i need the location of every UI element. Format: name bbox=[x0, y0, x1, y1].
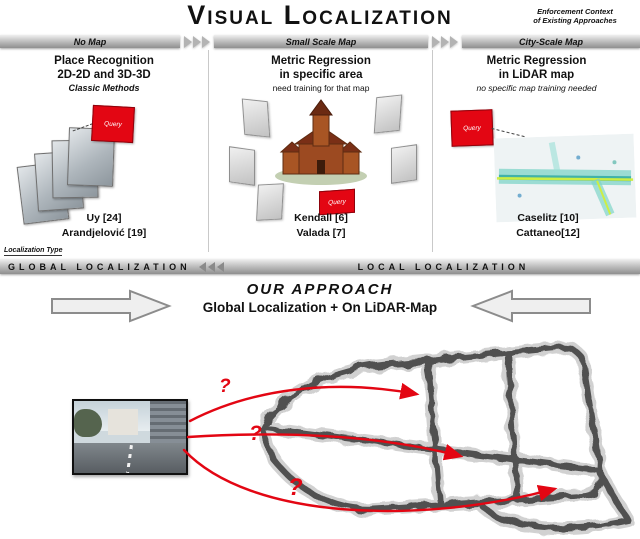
chevron-right-icon bbox=[192, 35, 201, 48]
subheading: no specific map training needed bbox=[476, 82, 597, 93]
chevron-left-icon bbox=[216, 261, 224, 272]
question-mark: ? bbox=[288, 474, 303, 501]
trees bbox=[74, 409, 102, 437]
map-image-frame bbox=[241, 98, 271, 138]
building-right bbox=[150, 401, 186, 447]
chevron-right-icon bbox=[440, 35, 449, 48]
column-metric-regression-area: Metric Regression in specific area need … bbox=[208, 50, 433, 252]
page-title: Visual Localization bbox=[187, 0, 453, 30]
context-note: Enforcement Context of Existing Approach… bbox=[514, 7, 636, 26]
camera-image bbox=[72, 399, 188, 475]
map-image-frame bbox=[229, 146, 255, 186]
citation: Arandjelović [19] bbox=[61, 227, 147, 239]
citation: Kendall [6] bbox=[294, 212, 348, 224]
localization-type-label: Localization Type bbox=[4, 247, 63, 256]
chevron-right-icon bbox=[201, 35, 210, 48]
band-segment-small-scale-map: Small Scale Map bbox=[214, 35, 428, 48]
query-label: Query bbox=[103, 120, 123, 128]
chevron-left-icon bbox=[207, 261, 215, 272]
chevron-right-icon bbox=[449, 35, 458, 48]
citation: Cattaneo[12] bbox=[516, 227, 580, 239]
band-segment-city-scale-map: City-Scale Map bbox=[462, 35, 640, 48]
chevron-right-icons bbox=[180, 35, 214, 48]
localization-band: GLOBAL LOCALIZATION LOCAL LOCALIZATION bbox=[0, 259, 640, 274]
column-heading: Place Recognition 2D-2D and 3D-3D Classi… bbox=[0, 54, 208, 94]
question-mark: ? bbox=[249, 422, 262, 445]
heading-line1: Metric Regression bbox=[486, 55, 587, 67]
building-white bbox=[108, 409, 138, 435]
map-scale-band: No Map Small Scale Map City-Scale Map bbox=[0, 35, 640, 48]
query-image: Query bbox=[450, 109, 494, 147]
subheading: need training for that map bbox=[272, 82, 370, 93]
query-label: Query bbox=[463, 124, 481, 132]
heading-line2: in specific area bbox=[279, 69, 363, 82]
block-arrow-left-icon bbox=[470, 289, 591, 323]
query-image: Query bbox=[91, 104, 135, 144]
block-arrow-right-icon bbox=[51, 289, 172, 323]
band-segment-no-map: No Map bbox=[0, 35, 180, 48]
church-model-illustration bbox=[275, 99, 367, 185]
dashed-connector bbox=[491, 127, 525, 138]
approach-subtitle: Global Localization + On LiDAR-Map bbox=[202, 300, 438, 315]
column-place-recognition: Place Recognition 2D-2D and 3D-3D Classi… bbox=[0, 50, 208, 252]
approach-title: OUR APPROACH bbox=[246, 281, 394, 298]
citation: Valada [7] bbox=[296, 227, 346, 239]
heading-line2: in LiDAR map bbox=[498, 69, 575, 82]
heading-line1: Place Recognition bbox=[54, 55, 154, 67]
local-localization-label: LOCAL LOCALIZATION bbox=[357, 261, 530, 272]
column-metric-regression-lidar: Metric Regression in LiDAR map no specif… bbox=[432, 50, 640, 252]
lidar-map-illustration bbox=[493, 133, 637, 223]
column-heading: Metric Regression in specific area need … bbox=[209, 54, 433, 93]
lidar-road-map bbox=[232, 328, 636, 538]
chevron-right-icon bbox=[183, 35, 192, 48]
heading-line1: Metric Regression bbox=[271, 55, 371, 67]
chevron-left-icons bbox=[198, 261, 226, 272]
global-localization-label: GLOBAL LOCALIZATION bbox=[8, 261, 191, 272]
context-note-line1: Enforcement Context bbox=[537, 7, 613, 16]
question-mark: ? bbox=[219, 376, 231, 397]
citation: Caselitz [10] bbox=[517, 212, 579, 224]
chevron-right-icon bbox=[431, 35, 440, 48]
query-label: Query bbox=[328, 197, 346, 207]
citation: Uy [24] bbox=[86, 212, 122, 224]
map-image-frame bbox=[391, 144, 417, 184]
context-note-line2: of Existing Approaches bbox=[533, 16, 617, 26]
column-heading: Metric Regression in LiDAR map no specif… bbox=[433, 54, 640, 93]
chevron-right-icons bbox=[428, 35, 462, 48]
chevron-left-icon bbox=[198, 261, 206, 272]
heading-line2: 2D-2D and 3D-3D bbox=[57, 69, 151, 82]
map-image-frame bbox=[373, 94, 403, 134]
subheading: Classic Methods bbox=[68, 82, 140, 93]
